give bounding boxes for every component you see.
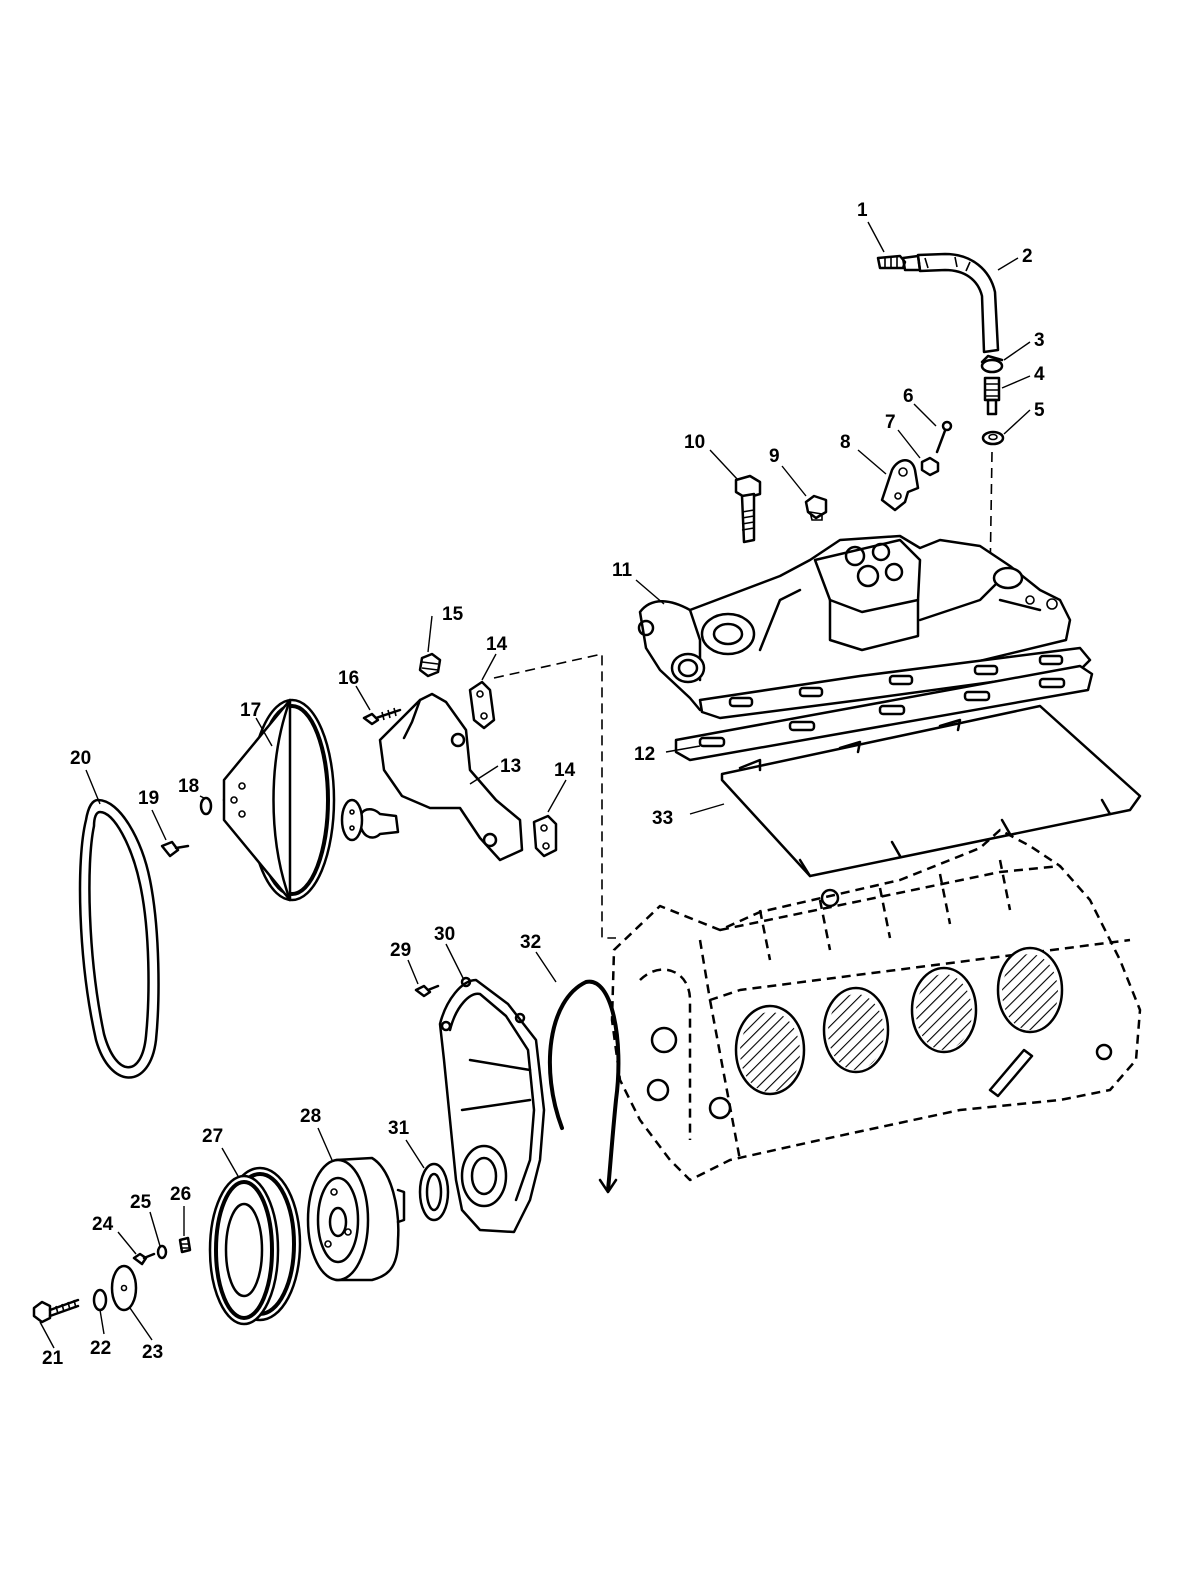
assembly-line-14-block <box>493 653 616 939</box>
part-7-nut <box>920 456 940 477</box>
part-30-timing-cover <box>438 976 546 1234</box>
callout-16: 16 <box>338 668 359 689</box>
callout-22: 22 <box>90 1338 111 1359</box>
callout-21: 21 <box>42 1348 64 1369</box>
part-33-valley-cover <box>720 704 1142 878</box>
callout-4: 4 <box>1034 364 1045 385</box>
part-16-bolt <box>362 707 402 726</box>
callout-24: 24 <box>92 1214 114 1235</box>
part-15-fitting <box>418 652 442 678</box>
callout-17: 17 <box>240 700 261 721</box>
part-28-damper <box>306 1156 406 1282</box>
part-31-seal <box>418 1162 450 1222</box>
callout-8: 8 <box>840 432 851 453</box>
part-14-gasket-top <box>468 680 496 730</box>
callout-6: 6 <box>903 386 914 407</box>
part-26-nut <box>178 1236 192 1254</box>
part-1-fitting <box>876 254 922 272</box>
engine-block <box>610 828 1142 1182</box>
part-25-washer <box>156 1244 168 1260</box>
callout-25: 25 <box>130 1192 152 1213</box>
part-18-washer <box>199 796 213 816</box>
callout-19: 19 <box>138 788 159 809</box>
callout-28: 28 <box>300 1106 321 1127</box>
assembly-line-5-11 <box>989 451 993 581</box>
part-6-bolt <box>935 420 953 454</box>
part-8-bracket <box>880 459 920 512</box>
part-19-bolt <box>160 840 190 858</box>
part-20-belt <box>78 798 160 1079</box>
callout-18: 18 <box>178 776 199 797</box>
callout-32: 32 <box>520 932 541 953</box>
part-24-bolt <box>132 1252 156 1266</box>
callout-7: 7 <box>885 412 896 433</box>
callout-1: 1 <box>857 200 868 221</box>
part-21-bolt <box>32 1298 80 1324</box>
part-10-bolt <box>734 474 762 544</box>
part-12-gasket <box>674 664 1094 762</box>
callout-33: 33 <box>652 808 673 829</box>
part-2-hose <box>916 252 1000 354</box>
part-5-grommet <box>981 430 1005 446</box>
part-4-fitting <box>983 376 1001 416</box>
part-13-water-pump <box>340 692 524 862</box>
callout-12: 12 <box>634 744 655 765</box>
callout-20: 20 <box>70 748 91 769</box>
callout-13: 13 <box>500 756 521 777</box>
callout-labels: 1 2 3 4 5 6 7 8 9 10 11 12 13 14 14 15 1… <box>42 200 1045 1369</box>
part-29-bolt <box>414 984 440 998</box>
callout-27: 27 <box>202 1126 223 1147</box>
part-11-intake-manifold <box>637 534 1092 720</box>
callout-2: 2 <box>1022 246 1033 267</box>
callout-3: 3 <box>1034 330 1045 351</box>
callout-9: 9 <box>769 446 780 467</box>
callout-5: 5 <box>1034 400 1045 421</box>
callout-29: 29 <box>390 940 411 961</box>
part-3-clamp <box>980 354 1004 374</box>
callout-14-top: 14 <box>486 634 508 655</box>
part-32-seal <box>547 979 621 1194</box>
part-9-plug <box>804 494 828 521</box>
part-17-pulley <box>222 698 336 902</box>
part-23-washer <box>110 1264 138 1312</box>
callout-26: 26 <box>170 1184 191 1205</box>
callout-30: 30 <box>434 924 455 945</box>
callout-11: 11 <box>612 560 633 581</box>
callout-15: 15 <box>442 604 464 625</box>
callout-10: 10 <box>684 432 705 453</box>
callout-23: 23 <box>142 1342 163 1363</box>
callout-14-bottom: 14 <box>554 760 576 781</box>
part-27-pulley <box>208 1166 302 1326</box>
part-14-gasket-bottom <box>532 814 558 858</box>
leader-lines <box>39 221 1031 1349</box>
callout-31: 31 <box>388 1118 410 1139</box>
part-22-washer <box>92 1288 108 1312</box>
